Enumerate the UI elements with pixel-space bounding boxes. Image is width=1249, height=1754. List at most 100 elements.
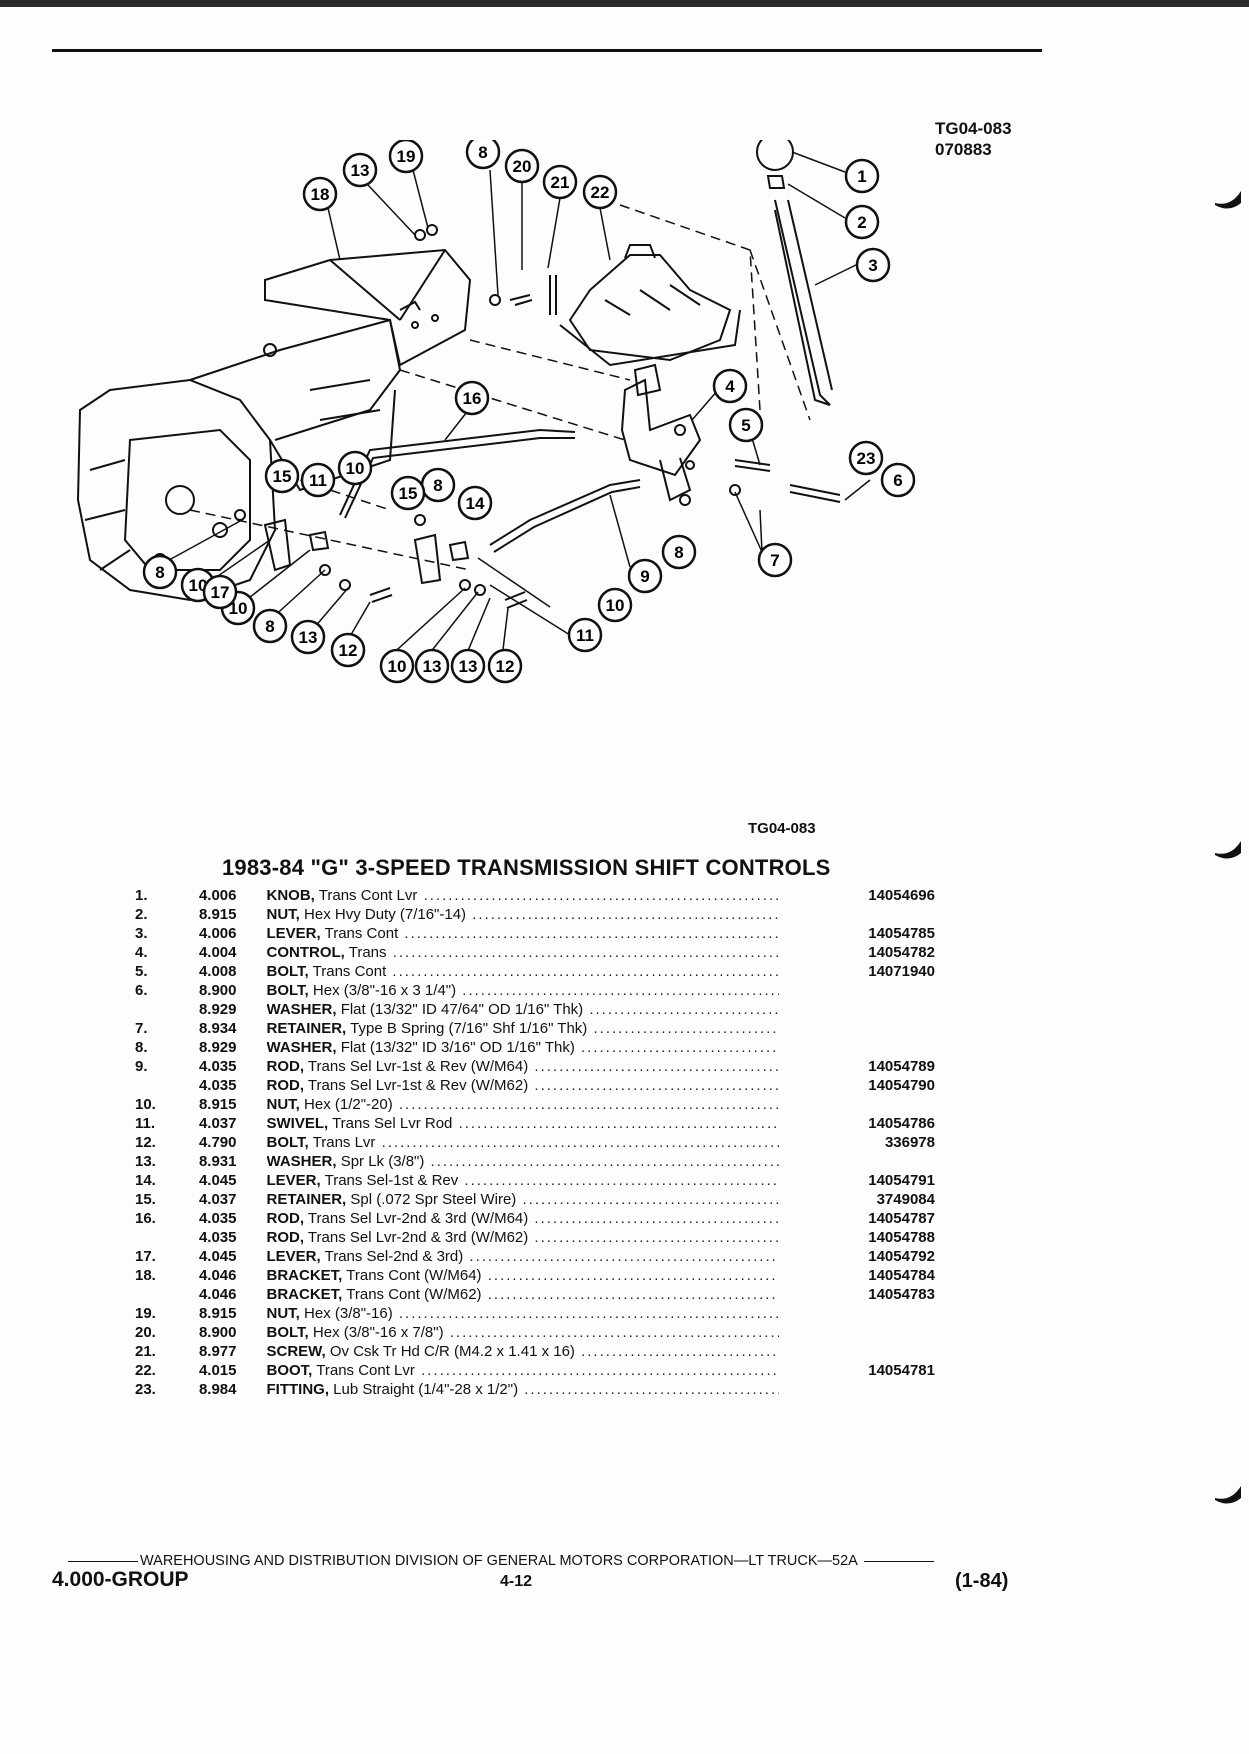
part-detail: Hex (3/8"-16) [304,1305,393,1322]
callout-text: 8 [155,563,164,582]
callout-6: 6 [880,462,916,498]
part-description: BOOT, Trans Cont Lvr ...................… [267,1361,828,1380]
leader-dots: ........................................… [430,1153,779,1170]
callout-text: 11 [309,471,327,490]
part-name: BOLT, [266,1324,309,1341]
part-description: RETAINER, Type B Spring (7/16" Shf 1/16"… [267,1019,828,1038]
callout-text: 12 [339,641,358,660]
part-detail: Trans Cont (W/M64) [346,1267,482,1284]
callout-15a: 15 [264,458,300,494]
leader-dots: ........................................… [534,1077,778,1094]
footer-division-text: WAREHOUSING AND DISTRIBUTION DIVISION OF… [140,1553,858,1569]
item-number: 9. [135,1058,148,1075]
callout-text: 13 [299,628,318,647]
part-description: RETAINER, Spl (.072 Spr Steel Wire) ....… [267,1190,828,1209]
part-detail: Spl (.072 Spr Steel Wire) [350,1191,517,1208]
binder-ring-mark [1215,841,1241,859]
group-number: 8.931 [198,1153,237,1170]
leader-dots: ........................................… [534,1229,778,1246]
item-number: 21. [135,1343,156,1360]
callout-text: 11 [576,626,594,645]
rod-9 [489,479,641,546]
bracket-18 [264,248,472,367]
callout-text: 8 [433,476,442,495]
item-number: 19. [135,1305,156,1322]
group-number: 8.900 [198,982,237,999]
part-number [828,1095,935,1114]
part-number: 14054790 [868,1077,935,1094]
item-number: 1. [135,887,148,904]
part-name: KNOB, [266,887,315,904]
footer-page-number: 4-12 [500,1573,533,1590]
part-name: NUT, [266,906,300,923]
part-number: 14054789 [868,1058,935,1075]
group-number: 4.045 [198,1248,237,1265]
part-description: NUT, Hex Hvy Duty (7/16"-14) ...........… [267,905,828,924]
figure-code: TG04-083 [935,119,1012,138]
leader-dots: ........................................… [487,1286,779,1303]
part-description: NUT, Hex (1/2"-20) .....................… [267,1095,828,1114]
callout-15b: 15 [390,475,426,511]
part-description: BRACKET, Trans Cont (W/M62) ............… [267,1285,828,1304]
callout-13d: 13 [414,648,450,684]
callout-22: 22 [582,174,618,210]
swivel-11a [308,530,330,552]
footer-group: 4.000-GROUP [52,1568,189,1591]
callout-text: 14 [466,494,485,513]
rod-16 [339,428,576,516]
item-number: 16. [135,1210,156,1227]
part-number: 14054792 [868,1248,935,1265]
group-number: 4.790 [198,1134,237,1151]
part-name: SWIVEL, [266,1115,329,1132]
callout-13c: 13 [450,648,486,684]
part-number: 14054786 [868,1115,935,1132]
item-number [135,1285,168,1304]
part-name: LEVER, [266,1248,321,1265]
callout-text: 2 [857,213,866,232]
callout-labels: 1 2 3 4 5 6 7 8 8 8 8 8 9 10 10 10 10 10… [142,140,916,684]
callout-text: 10 [606,596,625,615]
part-description: CONTROL, Trans .........................… [267,943,828,962]
callout-8e: 8 [252,608,288,644]
group-number: 8.977 [198,1343,237,1360]
callout-text: 10 [229,599,248,618]
part-detail: Spr Lk (3/8") [340,1153,425,1170]
part-name: BRACKET, [266,1286,343,1303]
callout-5: 5 [728,407,764,443]
group-number: 4.006 [198,925,237,942]
part-description: LEVER, Trans Sel-1st & Rev .............… [267,1171,828,1190]
leader-dots: ........................................… [398,1096,779,1113]
part-detail: Hex (3/8"-16 x 7/8") [312,1324,444,1341]
footer-division: WAREHOUSING AND DISTRIBUTION DIVISION OF… [68,1553,934,1569]
callout-18: 18 [302,176,338,212]
item-number: 6. [135,982,148,999]
part-name: CONTROL, [266,944,345,961]
callout-text: 16 [463,389,482,408]
part-number: 14054783 [868,1286,935,1303]
callout-23: 23 [848,440,884,476]
leader-dots: ........................................… [458,1115,779,1132]
part-detail: Trans Sel-1st & Rev [324,1172,459,1189]
part-name: LEVER, [266,1172,321,1189]
callout-text: 13 [423,657,442,676]
part-detail: Hex (1/2"-20) [304,1096,393,1113]
part-description: BOLT, Trans Cont .......................… [267,962,828,981]
part-name: ROD, [266,1229,305,1246]
item-number: 2. [135,906,148,923]
callout-text: 9 [640,567,649,586]
callout-10c: 10 [597,587,633,623]
callout-7: 7 [757,542,793,578]
page-title: 1983-84 "G" 3-SPEED TRANSMISSION SHIFT C… [222,855,831,880]
item-number [135,1076,168,1095]
part-detail: Flat (13/32" ID 47/64" OD 1/16" Thk) [340,1001,584,1018]
callout-8d: 8 [661,534,697,570]
footer-dash-left [68,1560,138,1562]
